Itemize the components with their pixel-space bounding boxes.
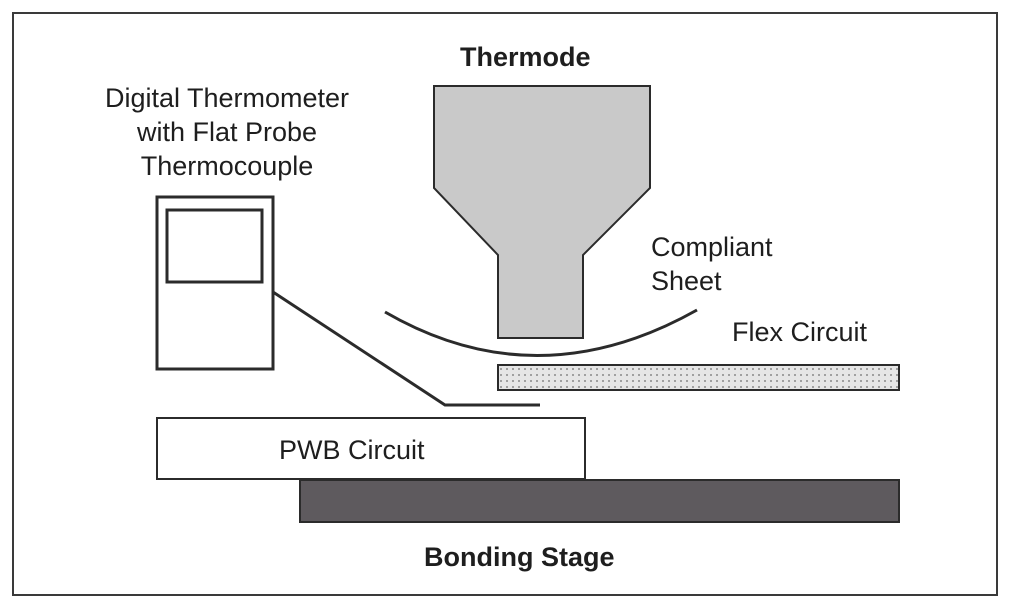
flex-circuit-strip — [497, 364, 900, 391]
compliant-sheet-curve — [384, 308, 698, 357]
thermometer-label-line-2: with Flat Probe — [136, 117, 318, 147]
compliant-sheet-label-line-1: Compliant — [651, 232, 773, 262]
thermometer-label-line-3: Thermocouple — [140, 151, 314, 181]
thermometer-label: Digital Thermometer with Flat Probe Ther… — [72, 81, 382, 183]
compliant-sheet-label-line-2: Sheet — [651, 266, 722, 296]
bonding-stage-block — [299, 479, 900, 523]
figure-frame — [12, 12, 998, 596]
thermode-label: Thermode — [460, 42, 591, 72]
thermocouple-probe-wire — [272, 290, 540, 407]
compliant-sheet-label: Compliant Sheet — [651, 230, 773, 298]
pwb-circuit-label: PWB Circuit — [279, 435, 425, 465]
flex-circuit-label: Flex Circuit — [732, 317, 868, 347]
thermometer-display — [165, 208, 264, 284]
thermode-shape — [433, 85, 651, 339]
bonding-stage-label: Bonding Stage — [424, 542, 615, 572]
pwb-circuit-block — [156, 417, 586, 480]
thermometer-label-line-1: Digital Thermometer — [104, 83, 350, 113]
